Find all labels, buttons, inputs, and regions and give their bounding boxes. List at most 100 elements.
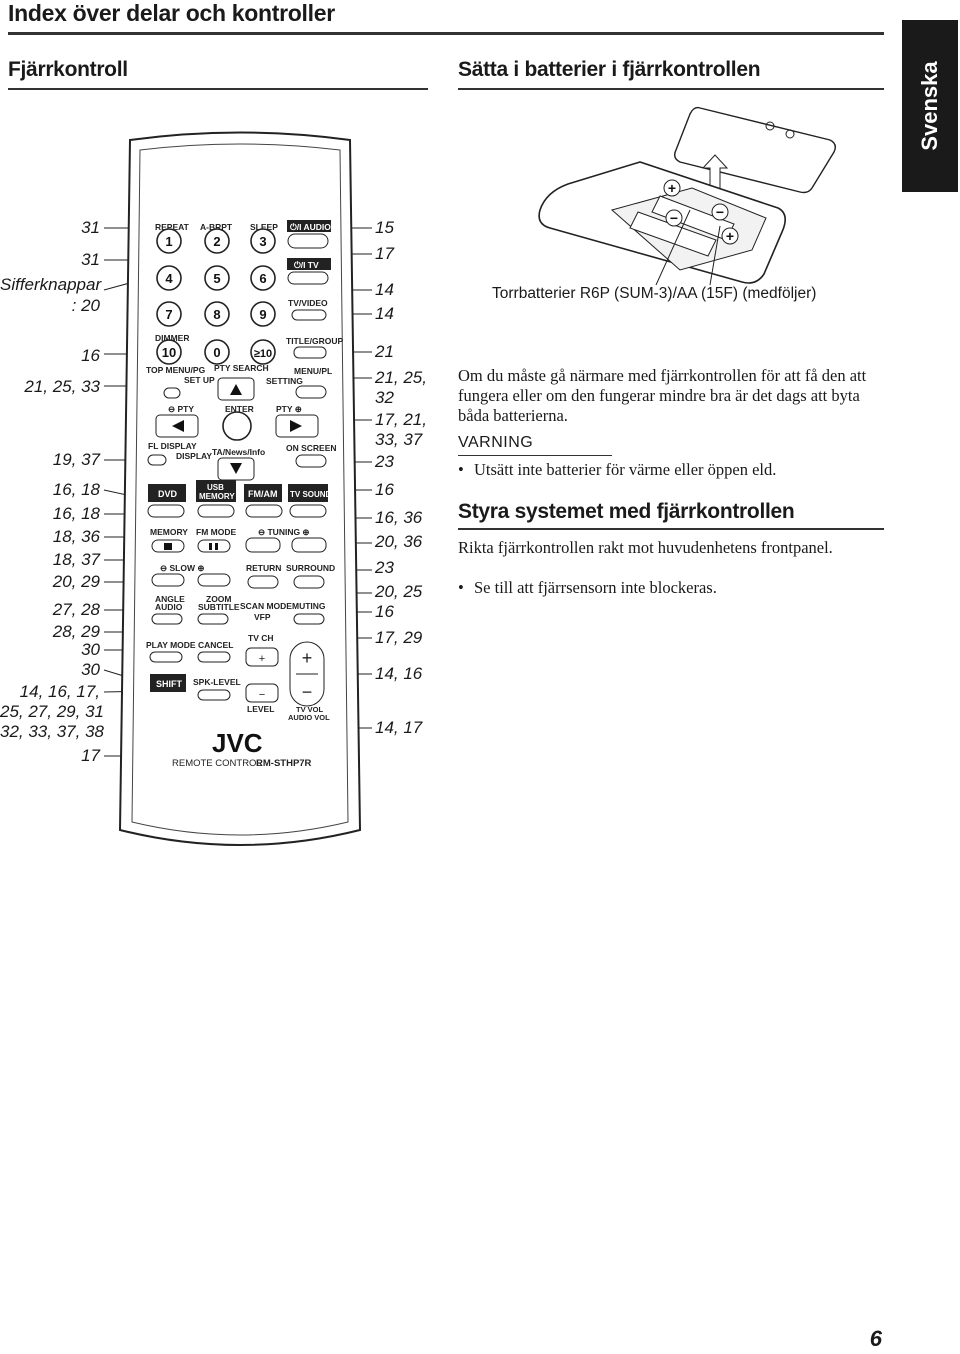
battery-lid — [673, 106, 837, 194]
ch-minus-icon: − — [259, 689, 265, 701]
button-6 — [250, 265, 276, 291]
button-8 — [204, 301, 230, 327]
fl-display-button — [147, 454, 167, 466]
ref-right: 21 — [375, 342, 394, 361]
ref-left: 14, 16, 17, — [19, 682, 100, 701]
label-on-screen: ON SCREEN — [286, 443, 337, 453]
ref-left: 16, 18 — [52, 504, 100, 523]
minus-terminal-icon — [711, 203, 729, 221]
ref-right: 20, 36 — [375, 532, 423, 551]
battery-diagram: + − − + — [538, 106, 837, 286]
digit-label: 2 — [213, 234, 220, 249]
instruction-item: Se till att fjärrsensorn inte blockeras. — [456, 578, 904, 598]
ref-left: : 20 — [71, 296, 100, 315]
ref-left: 21, 25, 33 — [24, 377, 100, 396]
ref-left: 27, 28 — [52, 600, 100, 619]
ref-left: 30 — [81, 660, 100, 679]
label-tv-sound: TV SOUND — [290, 490, 332, 499]
label-a-brpt: A-BRPT — [200, 222, 233, 232]
vol-minus-icon: − — [302, 682, 313, 702]
ref-left: 18, 36 — [52, 527, 100, 546]
cancel-button — [197, 651, 231, 663]
svg-text:−: − — [670, 210, 678, 226]
ch-plus-icon: + — [259, 653, 265, 665]
ref-right: 14 — [375, 280, 394, 299]
warning-title: VARNING — [458, 434, 534, 451]
button-5 — [204, 265, 230, 291]
ref-right: 17, 29 — [375, 628, 423, 647]
menu-pl-button — [295, 385, 327, 399]
section-rule-left — [8, 88, 428, 90]
digit-label: 7 — [165, 307, 172, 322]
label-level: LEVEL — [247, 704, 274, 714]
brand-logo: JVC — [212, 728, 263, 758]
ref-left: 28, 29 — [52, 622, 100, 641]
lid-detail — [765, 121, 775, 131]
fm-am-button — [245, 504, 283, 518]
ref-left: 32, 33, 37, 38 — [0, 722, 104, 741]
ref-left: 30 — [81, 640, 100, 659]
label-enter: ENTER — [225, 404, 254, 414]
label-tv-vol: TV VOL — [296, 705, 324, 714]
pointer-line — [655, 209, 691, 286]
digit-label: 6 — [259, 271, 266, 286]
ref-left: 19, 37 — [52, 450, 100, 469]
usb-play-button — [197, 504, 235, 518]
label-cancel: CANCEL — [198, 640, 233, 650]
button-4 — [156, 265, 182, 291]
tuning-up-button — [291, 537, 327, 553]
tv-ch-down-button — [245, 683, 279, 703]
left-arrow-icon — [172, 420, 184, 432]
fm-am-box — [244, 484, 282, 502]
section-title-remote: Fjärrkontroll — [8, 58, 128, 81]
tv-sound-box — [288, 484, 328, 502]
warning-item: Utsätt inte batterier för värme eller öp… — [456, 460, 904, 480]
button-7 — [156, 301, 182, 327]
ref-left: 25, 27, 29, 31 — [0, 702, 104, 721]
button-2 — [204, 228, 230, 254]
enter-button — [222, 411, 252, 441]
language-tab: Svenska — [902, 20, 958, 192]
battery-2 — [629, 211, 717, 257]
label-tuning: ⊖ TUNING ⊕ — [258, 527, 310, 537]
label-subtitle: SUBTITLE — [198, 602, 240, 612]
return-button — [247, 575, 279, 589]
tv-power-button — [287, 271, 329, 285]
dvd-play-button — [147, 504, 185, 518]
ref-right: 32 — [375, 388, 394, 407]
label-tv-video: TV/VIDEO — [288, 298, 328, 308]
ref-right: 33, 37 — [375, 430, 423, 449]
label-surround: SURROUND — [286, 563, 335, 573]
header-rule — [8, 32, 884, 35]
label-angle: ANGLE — [155, 594, 185, 604]
button-1 — [156, 228, 182, 254]
title-group-button — [293, 346, 327, 359]
ref-left: 20, 29 — [52, 572, 100, 591]
ref-right: 14, 17 — [375, 718, 423, 737]
ref-left: 16, 18 — [52, 480, 100, 499]
slow-down-button — [151, 573, 185, 587]
lid-detail — [785, 129, 795, 139]
label-pty-plus: PTY ⊕ — [276, 404, 302, 414]
label-top-menu: TOP MENU/PG — [146, 365, 206, 375]
label-dvd: DVD — [158, 489, 178, 499]
label-return: RETURN — [246, 563, 281, 573]
svg-text:+: + — [726, 228, 734, 244]
svg-text:−: − — [716, 204, 724, 220]
lift-arrow-icon — [701, 154, 729, 191]
pause-icon-left — [209, 543, 212, 550]
label-fm-am: FM/AM — [248, 489, 278, 499]
play-mode-button — [149, 651, 183, 663]
ref-right: 14, 16 — [375, 664, 423, 683]
button-9 — [250, 301, 276, 327]
label-remote-control: REMOTE CONTROL — [172, 758, 262, 769]
ref-left: 16 — [81, 346, 100, 365]
label-slow: ⊖ SLOW ⊕ — [160, 563, 204, 573]
battery-caption: Torrbatterier R6P (SUM-3)/AA (15F) (medf… — [492, 285, 817, 302]
audio-power-button — [287, 233, 329, 249]
plus-terminal-icon — [721, 227, 739, 245]
label-usb: USB — [207, 483, 224, 492]
up-arrow-icon — [230, 384, 242, 395]
label-fm-mode: FM MODE — [196, 527, 236, 537]
label-audio-vol: AUDIO VOL — [288, 713, 330, 722]
